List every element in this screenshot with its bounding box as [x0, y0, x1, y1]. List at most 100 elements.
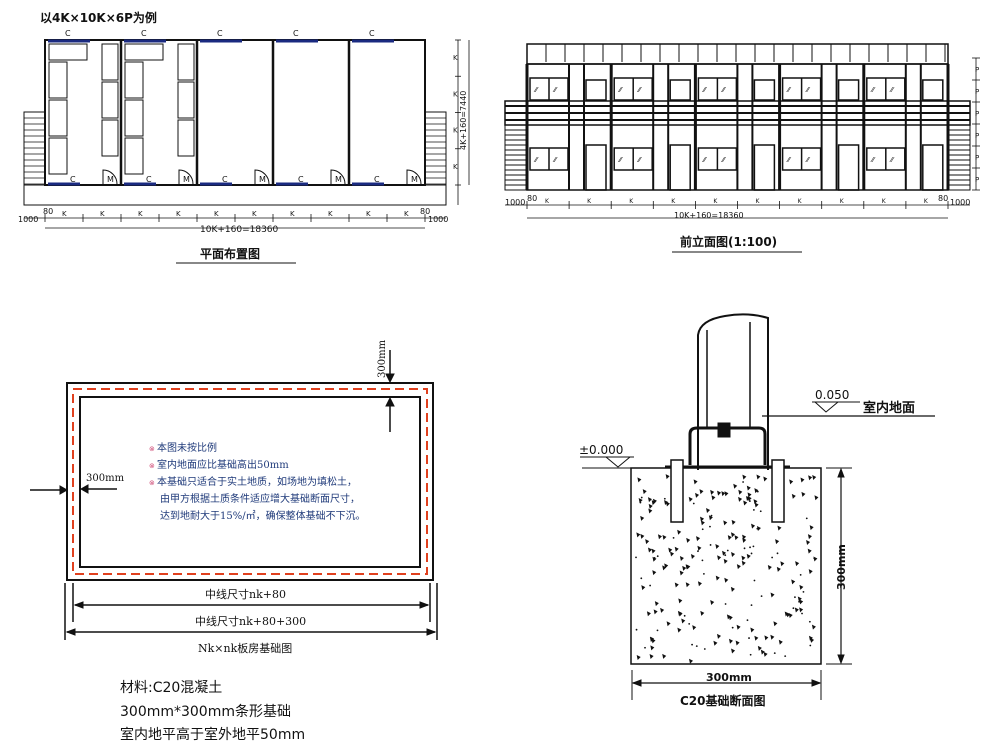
svg-text:⁄⁄: ⁄⁄ — [805, 86, 811, 94]
dim-inner: 中线尺寸nk+80 — [205, 587, 286, 601]
module-dim: K — [798, 198, 803, 205]
elev-title: 前立面图(1:100) — [680, 234, 777, 249]
room-label: C — [146, 175, 152, 184]
elev-edge-dim-right: 80 — [938, 194, 948, 203]
module-dim: K — [453, 127, 458, 135]
module-dim: K — [252, 210, 257, 218]
stairs-right — [424, 111, 447, 186]
module-dim: K — [176, 210, 181, 218]
svg-text:⁄⁄: ⁄⁄ — [552, 156, 558, 164]
svg-text:⁄⁄: ⁄⁄ — [701, 156, 707, 164]
module-dim: K — [62, 210, 67, 218]
room-label: C — [70, 175, 76, 184]
room-label: C — [298, 175, 304, 184]
module-dim: K — [756, 198, 761, 205]
note-4: 由甲方根据土质条件适应增大基础断面尺寸， — [160, 492, 360, 505]
elev-total-width: 10K+160=18360 — [674, 211, 744, 220]
module-dim: K — [100, 210, 105, 218]
module-dim: K — [453, 90, 458, 98]
floor-level: 0.050 — [815, 388, 849, 402]
svg-text:⁄⁄: ⁄⁄ — [720, 156, 726, 164]
section-title: C20基础断面图 — [680, 693, 766, 708]
material-line-1: 材料:C20混凝土 — [120, 680, 223, 696]
door — [753, 144, 776, 191]
svg-text:⊗: ⊗ — [149, 445, 155, 453]
height-dim: P — [975, 154, 979, 162]
plan-caption: 以4K×10K×6P为例 — [40, 10, 157, 25]
ground-level: ±0.000 — [579, 443, 623, 457]
module-dim: K — [587, 198, 592, 205]
base-band — [23, 184, 447, 206]
svg-text:⁄⁄: ⁄⁄ — [786, 86, 792, 94]
anchor-bolt-left — [670, 459, 684, 523]
module-dim: K — [453, 163, 458, 171]
plan-title: 平面布置图 — [200, 246, 260, 261]
width-left-label: 300mm — [86, 473, 125, 484]
room-label: C — [141, 29, 147, 38]
svg-text:⁄⁄: ⁄⁄ — [870, 156, 876, 164]
foundation-plan-title: Nk×nk板房基础图 — [198, 641, 292, 655]
front-elevation: ⁄⁄⁄⁄⁄⁄⁄⁄⁄⁄⁄⁄⁄⁄⁄⁄⁄⁄⁄⁄⁄⁄⁄⁄⁄⁄⁄⁄⁄⁄⁄⁄⁄⁄⁄⁄⁄⁄⁄⁄… — [504, 43, 980, 253]
height-dim: P — [975, 132, 979, 140]
concrete-block — [630, 467, 822, 665]
module-dim: K — [214, 210, 219, 218]
floor-label: 室内地面 — [863, 400, 915, 416]
plan-total-depth: 4K+160=7440 — [459, 91, 468, 150]
steel-column — [697, 313, 769, 470]
svg-text:⁄⁄: ⁄⁄ — [533, 86, 539, 94]
module-dim: K — [671, 198, 676, 205]
svg-text:⁄⁄: ⁄⁄ — [617, 86, 623, 94]
svg-text:⁄⁄: ⁄⁄ — [889, 86, 895, 94]
door — [585, 144, 607, 191]
module-dim: K — [366, 210, 371, 218]
stairs-left — [23, 111, 46, 186]
room-label: C — [65, 29, 71, 38]
foundation-plan: 300mm 300mm ⊗本图未按比例 ⊗室内地面应比基础高出50mm ⊗本基础… — [30, 339, 438, 655]
svg-text:⁄⁄: ⁄⁄ — [636, 156, 642, 164]
svg-text:⁄⁄: ⁄⁄ — [889, 156, 895, 164]
anchor-bolt-right — [771, 459, 785, 523]
room-label: C — [374, 175, 380, 184]
door — [922, 144, 944, 191]
svg-text:⊗: ⊗ — [149, 479, 155, 487]
module-dim: K — [924, 198, 929, 205]
room-label: C — [369, 29, 375, 38]
foundation-section: ±0.000 0.050 室内地面 300mm 300mm C20基础断面图 — [579, 313, 935, 708]
centerline-dashed — [72, 388, 428, 575]
module-dim: K — [290, 210, 295, 218]
svg-text:⁄⁄: ⁄⁄ — [552, 86, 558, 94]
height-dim: P — [975, 66, 979, 74]
module-dim: K — [328, 210, 333, 218]
section-width-dim: 300mm — [706, 671, 752, 684]
elev-side-dim-right: 1000 — [950, 198, 970, 207]
material-line-2: 300mm*300mm条形基础 — [120, 704, 291, 720]
note-1: 本图未按比例 — [157, 441, 217, 454]
module-dim: K — [713, 198, 718, 205]
door — [837, 144, 860, 191]
door-label: M — [335, 175, 342, 184]
width-top-label: 300mm — [377, 339, 388, 378]
bolt-icon — [717, 422, 731, 438]
elev-side-dim-left: 1000 — [505, 198, 525, 207]
svg-text:⁄⁄: ⁄⁄ — [701, 86, 707, 94]
roof-panels — [526, 43, 949, 65]
material-line-3: 室内地平高于室外地平50mm — [120, 727, 306, 743]
svg-text:⁄⁄: ⁄⁄ — [533, 156, 539, 164]
height-dim: P — [975, 110, 979, 118]
plan-side-dim-right: 1000 — [428, 215, 448, 224]
module-dim: K — [545, 198, 550, 205]
svg-text:⁄⁄: ⁄⁄ — [786, 156, 792, 164]
svg-text:⁄⁄: ⁄⁄ — [617, 156, 623, 164]
svg-text:⁄⁄: ⁄⁄ — [805, 156, 811, 164]
module-dim: K — [404, 210, 409, 218]
dim-outer: 中线尺寸nk+80+300 — [195, 614, 306, 628]
section-height-dim: 300mm — [835, 544, 848, 590]
plan-side-dim-left: 1000 — [18, 215, 38, 224]
door-label: M — [259, 175, 266, 184]
room-label: C — [293, 29, 299, 38]
module-dim: K — [453, 54, 458, 62]
note-5: 达到地耐大于15%/㎡，确保整体基础不下沉。 — [160, 509, 366, 522]
height-dim: P — [975, 88, 979, 96]
